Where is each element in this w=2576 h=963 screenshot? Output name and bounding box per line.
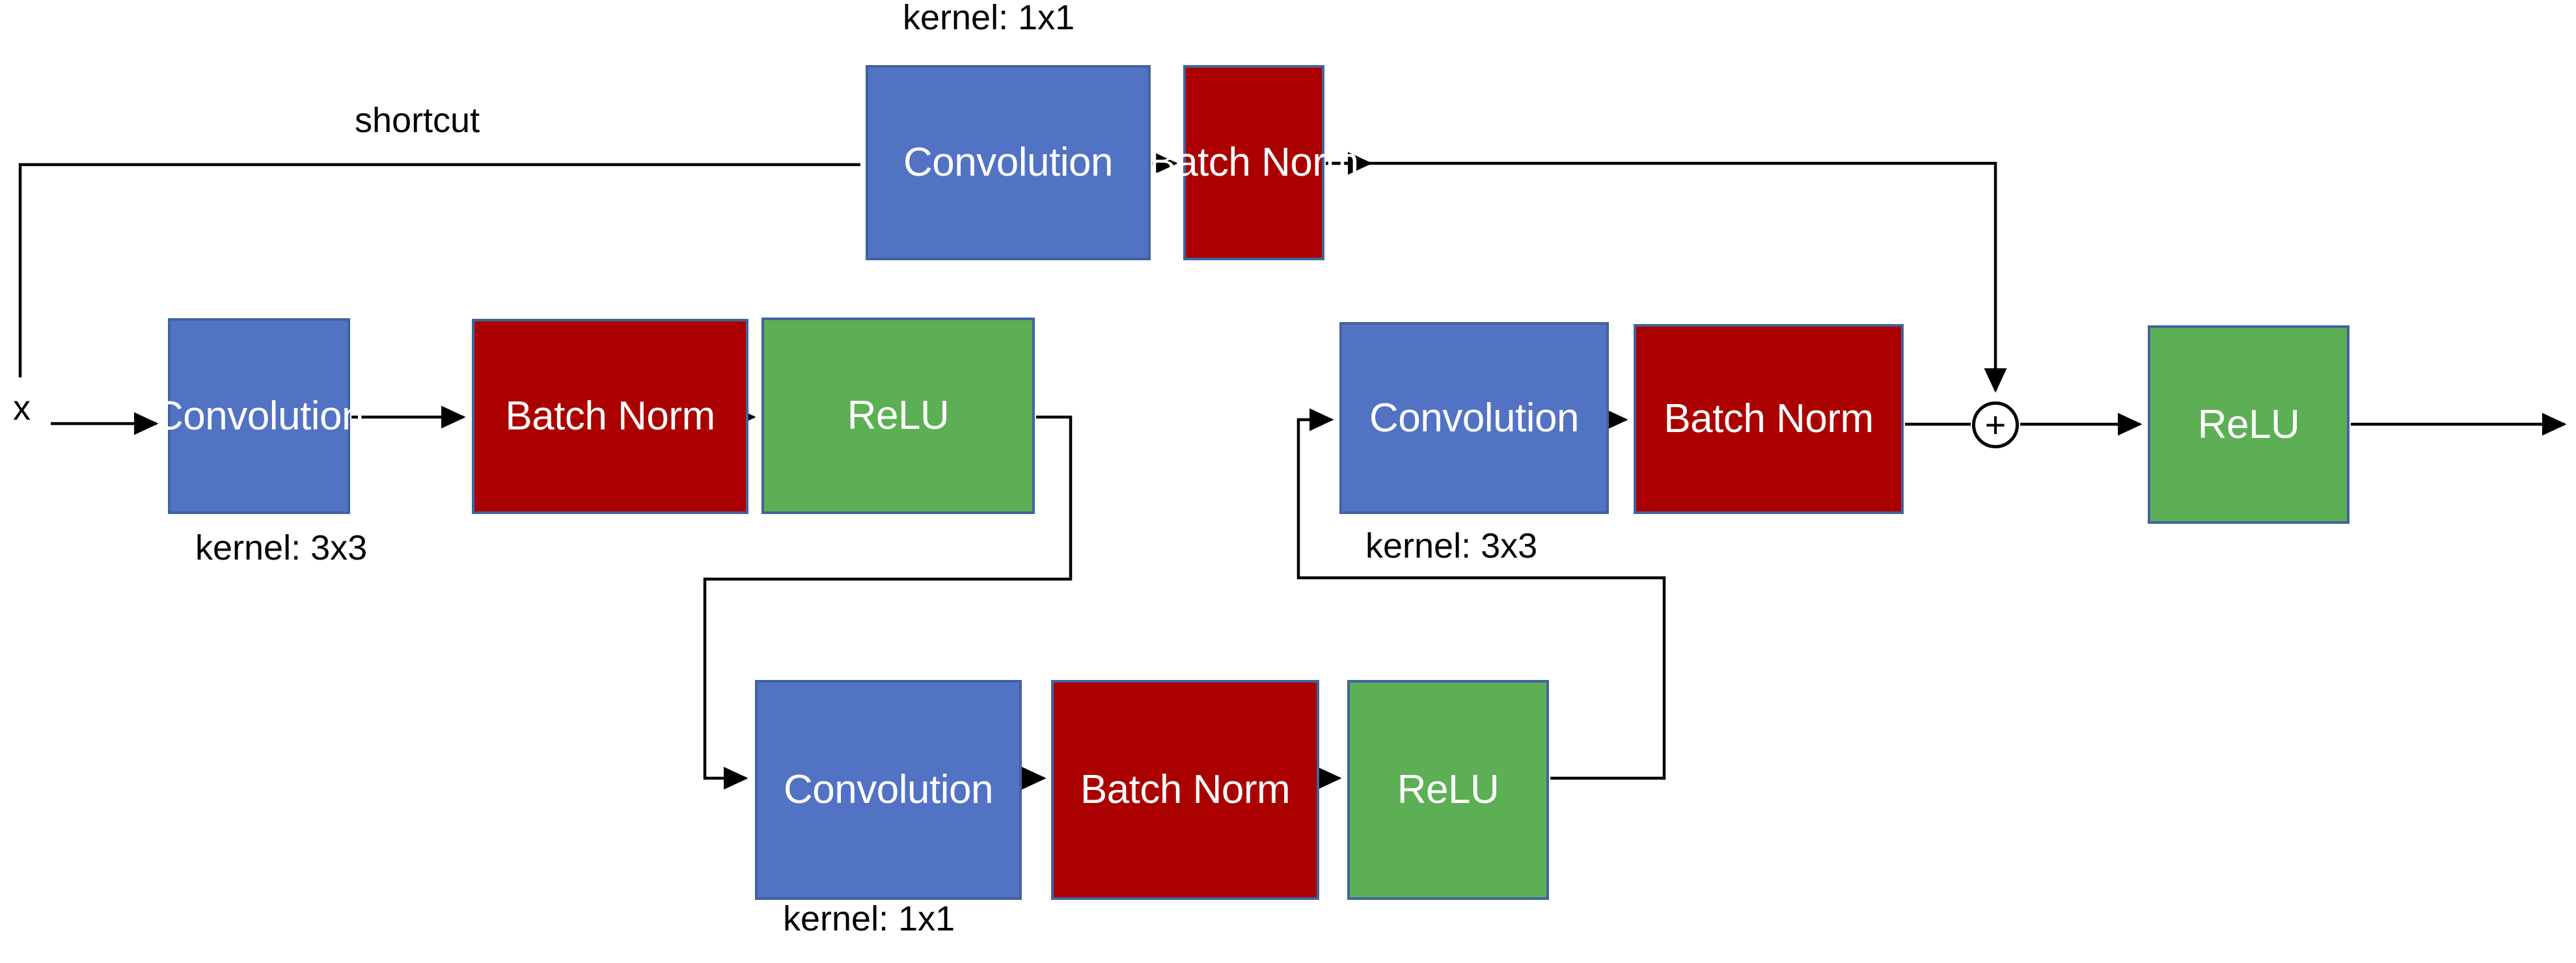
input-label-x: x [13,388,31,427]
row2-convolution-block[interactable]: Convolution [1339,322,1609,514]
bottom-batchnorm-block[interactable]: Batch Norm [1051,680,1319,900]
output-relu-block[interactable]: ReLU [2148,325,2350,524]
kernel-label-row2: kernel: 3x3 [1365,526,1538,565]
kernel-label-row1: kernel: 3x3 [195,528,368,567]
bottom-relu-block[interactable]: ReLU [1347,680,1549,900]
row1-batchnorm-block[interactable]: Batch Norm [472,319,748,514]
residual-add-operator[interactable]: + [1972,401,2019,448]
row1-relu-block[interactable]: ReLU [761,318,1035,514]
kernel-label-shortcut: kernel: 1x1 [903,0,1075,37]
shortcut-batchnorm-block[interactable]: Batch Norm [1149,65,1359,260]
kernel-label-bottom: kernel: 1x1 [783,899,955,938]
row2-batchnorm-block[interactable]: Batch Norm [1634,324,1904,514]
shortcut-label: shortcut [355,101,480,140]
shortcut-convolution-block[interactable]: Convolution [866,65,1151,260]
row1-convolution-block[interactable]: Convolution [154,318,364,514]
bottom-convolution-block[interactable]: Convolution [755,680,1022,900]
